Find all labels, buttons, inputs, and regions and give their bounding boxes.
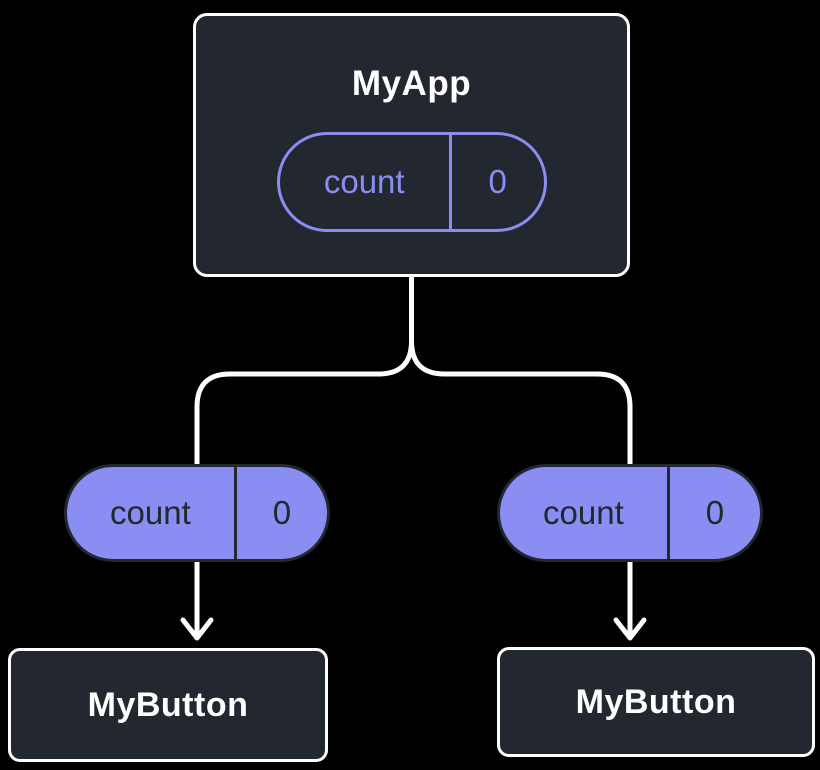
state-name: count bbox=[323, 163, 405, 200]
prop-pill-right: count 0 bbox=[497, 464, 763, 562]
state-value: 0 bbox=[488, 163, 507, 200]
prop-value: 0 bbox=[272, 494, 292, 531]
arrow-down-icon-right bbox=[613, 617, 647, 641]
child-component-card-right: MyButton bbox=[497, 647, 815, 757]
arrow-down-icon-left bbox=[180, 617, 214, 641]
pill-divider bbox=[666, 467, 670, 559]
state-pill: count 0 bbox=[276, 132, 547, 232]
root-component-card: MyApp count 0 bbox=[193, 13, 630, 277]
pill-divider bbox=[233, 467, 237, 559]
child-component-title: MyButton bbox=[575, 682, 737, 721]
child-component-card-left: MyButton bbox=[8, 648, 328, 762]
child-component-title: MyButton bbox=[87, 685, 249, 724]
pill-divider bbox=[448, 135, 452, 229]
prop-name: count bbox=[110, 494, 191, 531]
prop-name: count bbox=[543, 494, 624, 531]
left-branch-connector bbox=[194, 275, 414, 637]
right-branch-connector bbox=[409, 275, 633, 637]
root-component-title: MyApp bbox=[351, 64, 472, 103]
prop-pill-left: count 0 bbox=[64, 464, 330, 562]
prop-value: 0 bbox=[705, 494, 725, 531]
